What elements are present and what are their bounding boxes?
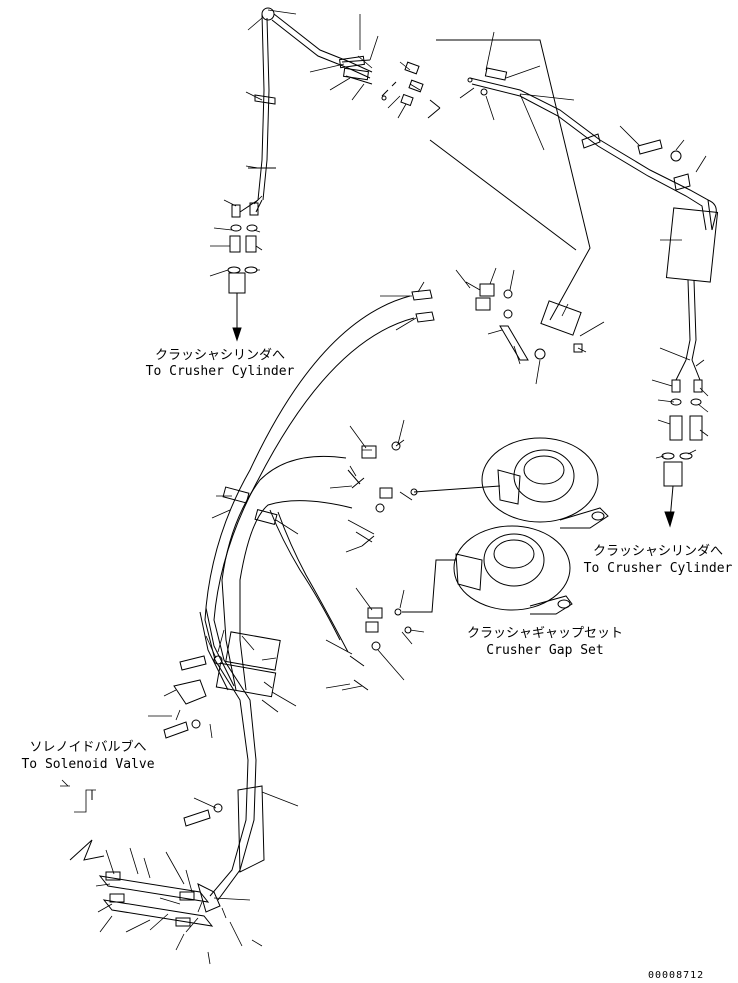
document-number: 00008712 xyxy=(648,970,705,981)
top-left-hose-assembly xyxy=(227,7,373,342)
main-hose-bundle xyxy=(197,295,415,913)
bottom-left-clamp-assembly xyxy=(69,790,214,927)
center-bracket-assembly xyxy=(411,39,591,361)
crusher-gap-unit-lower xyxy=(453,525,573,615)
solenoid-valve-label-en: To Solenoid Valve xyxy=(21,757,155,772)
crusher-cylinder-label-top-en: To Crusher Cylinder xyxy=(145,364,295,379)
crusher-gap-fittings xyxy=(347,441,501,691)
crusher-cylinder-label-right-jp: クラッシャシリンダへ xyxy=(592,544,724,559)
crusher-cylinder-label-right-en: To Crusher Cylinder xyxy=(583,561,733,576)
solenoid-valve-label-jp: ソレノイドバルブへ xyxy=(29,740,147,755)
grouping-lines xyxy=(60,779,96,813)
top-center-fittings xyxy=(381,61,441,119)
crusher-gap-set-label-en: Crusher Gap Set xyxy=(486,643,604,658)
crusher-cylinder-label-top-jp: クラッシャシリンダへ xyxy=(154,348,286,363)
crusher-gap-unit-upper xyxy=(481,437,609,529)
crusher-gap-set-label-jp: クラッシャギャップセット xyxy=(466,626,624,641)
leader-lines xyxy=(95,9,709,965)
left-clamps-bolts xyxy=(163,655,223,827)
top-right-hose-assembly xyxy=(467,67,719,528)
